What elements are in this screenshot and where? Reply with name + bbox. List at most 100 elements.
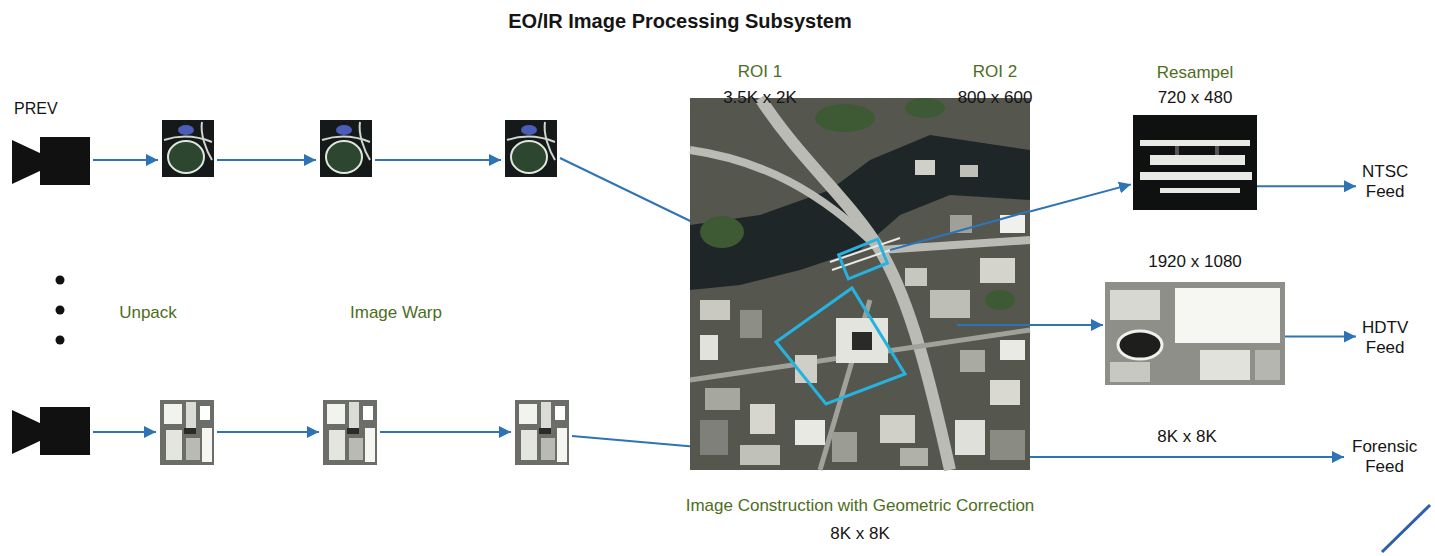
flow-arrow [1030,456,1344,458]
leader-line [890,211,1030,325]
edge-label: 8K x 8K [1154,427,1220,447]
node-label: 8K x 8K [830,524,890,544]
illustration-part [690,150,880,250]
node-label: Resampel [1157,63,1234,83]
illustration-part [1150,155,1245,165]
stage-label: Unpack [119,303,177,323]
node-label: 1920 x 1080 [1148,252,1242,272]
illustration-part [905,98,945,118]
illustration-part [1105,282,1285,385]
resample-image: Resampel720 x 480 [1133,115,1257,210]
illustration-part [93,159,158,161]
illustration-part [740,445,780,465]
illustration-part [750,404,775,434]
illustration-part [1140,140,1250,146]
illustration-part [960,350,985,372]
illustration-part [93,431,156,433]
illustration-part [56,336,65,345]
diagram-title: EO/IR Image Processing Subsystem [508,10,851,33]
flow-arrow [1257,185,1356,187]
illustration-part [700,335,718,360]
illustration-part [1133,115,1257,210]
illustration-part [890,211,1030,250]
roi-box [776,288,905,404]
node-label: PREV [14,100,58,118]
illustration-part [1175,146,1179,155]
illustration-part [40,137,90,185]
node-label: Forensic Feed [1352,437,1417,476]
flow-arrow [1030,184,1131,211]
illustration-part [56,276,65,285]
illustration-part [1118,331,1162,359]
corner-stroke [1382,505,1430,552]
illustration-part [852,332,872,350]
illustration-part [1255,350,1280,380]
illustration-part [1175,288,1280,343]
illustration-part [12,410,42,454]
illustration-part [815,104,875,132]
illustration-part [880,415,915,443]
illustration-part [1140,172,1252,180]
illustration-part [700,300,730,320]
image-tile [160,400,214,465]
image-tile [162,120,214,177]
mosaic-image: Image Construction with Geometric Correc… [690,98,1030,470]
illustration-part [705,388,740,410]
illustration-part [930,290,970,318]
hdtv-image: 1920 x 1080 [1105,282,1285,385]
illustration-part [985,290,1015,310]
illustration-part [380,431,511,433]
feed-output: HDTV Feed [1362,318,1408,357]
illustration-part [960,165,978,177]
illustration-part [900,448,928,466]
illustration-part [795,420,825,445]
stage-label: Image Warp [350,303,442,323]
illustration-part [955,420,985,455]
dimension-label: 800 x 600 [958,88,1033,108]
illustration-part [1110,362,1150,382]
illustration-part [690,98,1030,470]
illustration-part [1110,290,1160,320]
illustration-part [56,306,65,315]
illustration-part [980,258,1015,283]
flow-arrow [1285,336,1356,338]
node-label: NTSC Feed [1362,162,1408,201]
illustration-part [217,159,316,161]
node-label: Image Construction with Geometric Correc… [686,496,1035,516]
camera-icon [12,407,90,455]
image-tile [323,400,377,465]
illustration-part [905,268,927,286]
feed-output: NTSC Feed [1362,162,1408,201]
aerial-mosaic [690,98,1030,470]
illustration-part [40,407,90,455]
resampled-tile [1133,115,1257,210]
illustration-part [1160,188,1240,193]
flow-arrow [1030,324,1103,326]
illustration-part [740,310,762,338]
illustration-part [832,432,857,462]
camera-icon [12,137,90,185]
roi-label: ROI 1 [738,62,782,82]
image-tile [320,120,372,177]
image-tile [515,400,569,465]
roi-label: ROI 2 [973,62,1017,82]
node-label: HDTV Feed [1362,318,1408,357]
illustration-part [700,420,728,455]
node-label: 720 x 480 [1158,88,1233,108]
hdtv-tile [1105,282,1285,385]
illustration-part [700,216,744,248]
illustration-part [836,318,888,363]
illustration-part [217,431,319,433]
roi-box [839,239,888,279]
image-tile [505,120,557,177]
illustration-part [990,430,1025,460]
illustration-part [1200,350,1250,380]
ellipsis-dots [56,276,65,345]
illustration-part [375,159,501,161]
illustration-part [915,160,935,175]
illustration-part [760,98,950,470]
illustration-part [12,140,42,184]
